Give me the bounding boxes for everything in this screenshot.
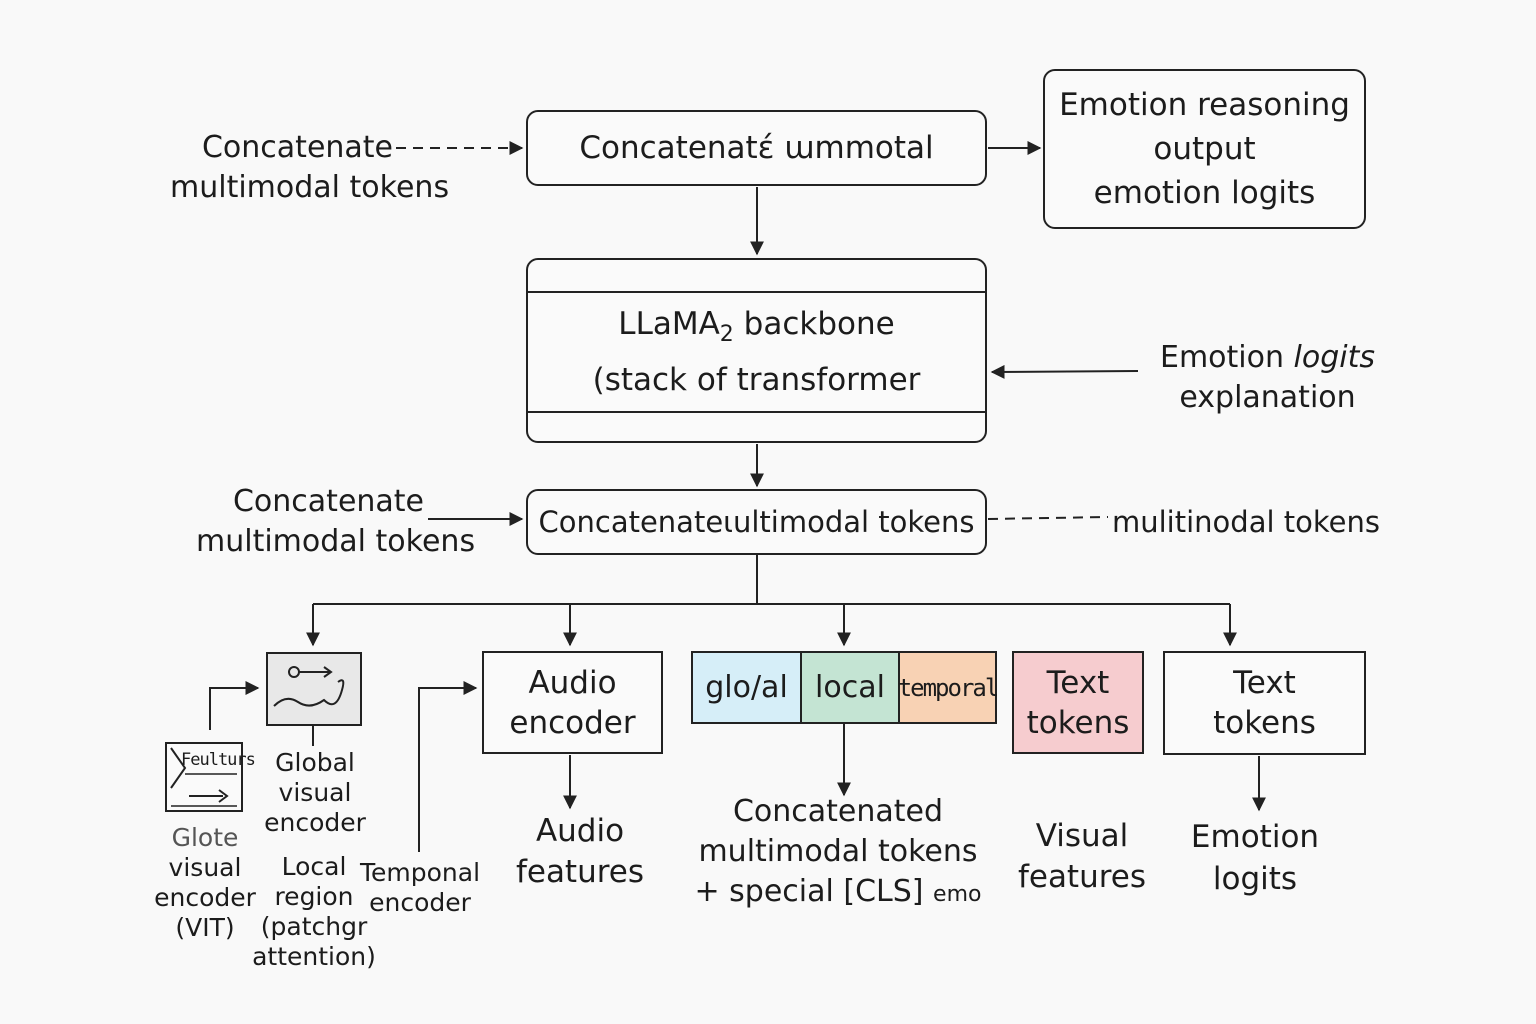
arrow-features-to-global — [209, 681, 260, 730]
text-tokens-pink-box: Text tokens — [1012, 651, 1144, 754]
arrow-temporal-to-audio — [418, 681, 478, 852]
eye-waveform-icon — [273, 666, 345, 707]
segment-global: glo/al — [693, 653, 800, 722]
features-icon-text: Feulturs — [181, 750, 256, 770]
top-concat-box-label: Concatenatɛ́ ɯmmotal — [579, 130, 934, 166]
local-region-label: Local region (patchgr attention) — [252, 852, 376, 971]
global-visual-icon-box — [266, 652, 362, 726]
segment-temporal: temporal — [898, 653, 999, 722]
mid-concat-box-label: Concatenateɩultimodal tokens — [538, 505, 975, 539]
backbone-top-divider — [528, 291, 985, 293]
emotion-logits-label: Emotion logits — [1190, 819, 1320, 897]
emotion-output-box: Emotion reasoning output emotion logits — [1043, 69, 1366, 229]
features-icon — [170, 747, 237, 807]
llama-backbone-box: LLaMA2 backbone (stack of transformer — [526, 258, 987, 443]
token-segment-bar: glo/al local temporal — [691, 651, 999, 724]
backbone-bottom-divider — [528, 411, 985, 413]
glote-visual-encoder-label: Glote visual encoder (VIT) — [154, 823, 256, 942]
mid-concat-box: Concatenateɩultimodal tokens — [526, 489, 987, 555]
visual-features-label: Visual features — [1017, 818, 1147, 895]
segment-local: local — [800, 653, 898, 722]
backbone-title: LLaMA2 backbone — [618, 306, 895, 348]
emotion-logits-explanation-label: Emotion logits explanation — [1159, 340, 1375, 415]
temporal-encoder-label: Temponal encoder — [360, 858, 481, 917]
dash-mid-box-to-right-label — [987, 516, 1109, 520]
global-visual-encoder-label: Global visual encoder — [264, 748, 366, 837]
audio-encoder-box: Audio encoder — [482, 651, 663, 754]
mid-right-label: mulitinodal tokens — [1112, 505, 1380, 539]
mid-left-label: Concatenate multimodal tokens — [196, 484, 476, 559]
concatenated-tokens-label: Concatenated multimodal tokens + special… — [694, 794, 982, 909]
top-concat-box: Concatenatɛ́ ɯmmotal — [526, 110, 987, 186]
arrow-right-label-to-backbone — [990, 364, 1139, 379]
audio-features-label: Audio features — [515, 813, 645, 890]
backbone-subtitle: (stack of transformer — [592, 361, 921, 398]
features-icon-box: Feulturs — [165, 742, 256, 812]
top-left-label: Concatenate multimodal tokens — [170, 130, 450, 205]
text-tokens-box: Text tokens — [1163, 651, 1366, 755]
backbone-text: LLaMA2 backbone (stack of transformer — [528, 293, 985, 411]
